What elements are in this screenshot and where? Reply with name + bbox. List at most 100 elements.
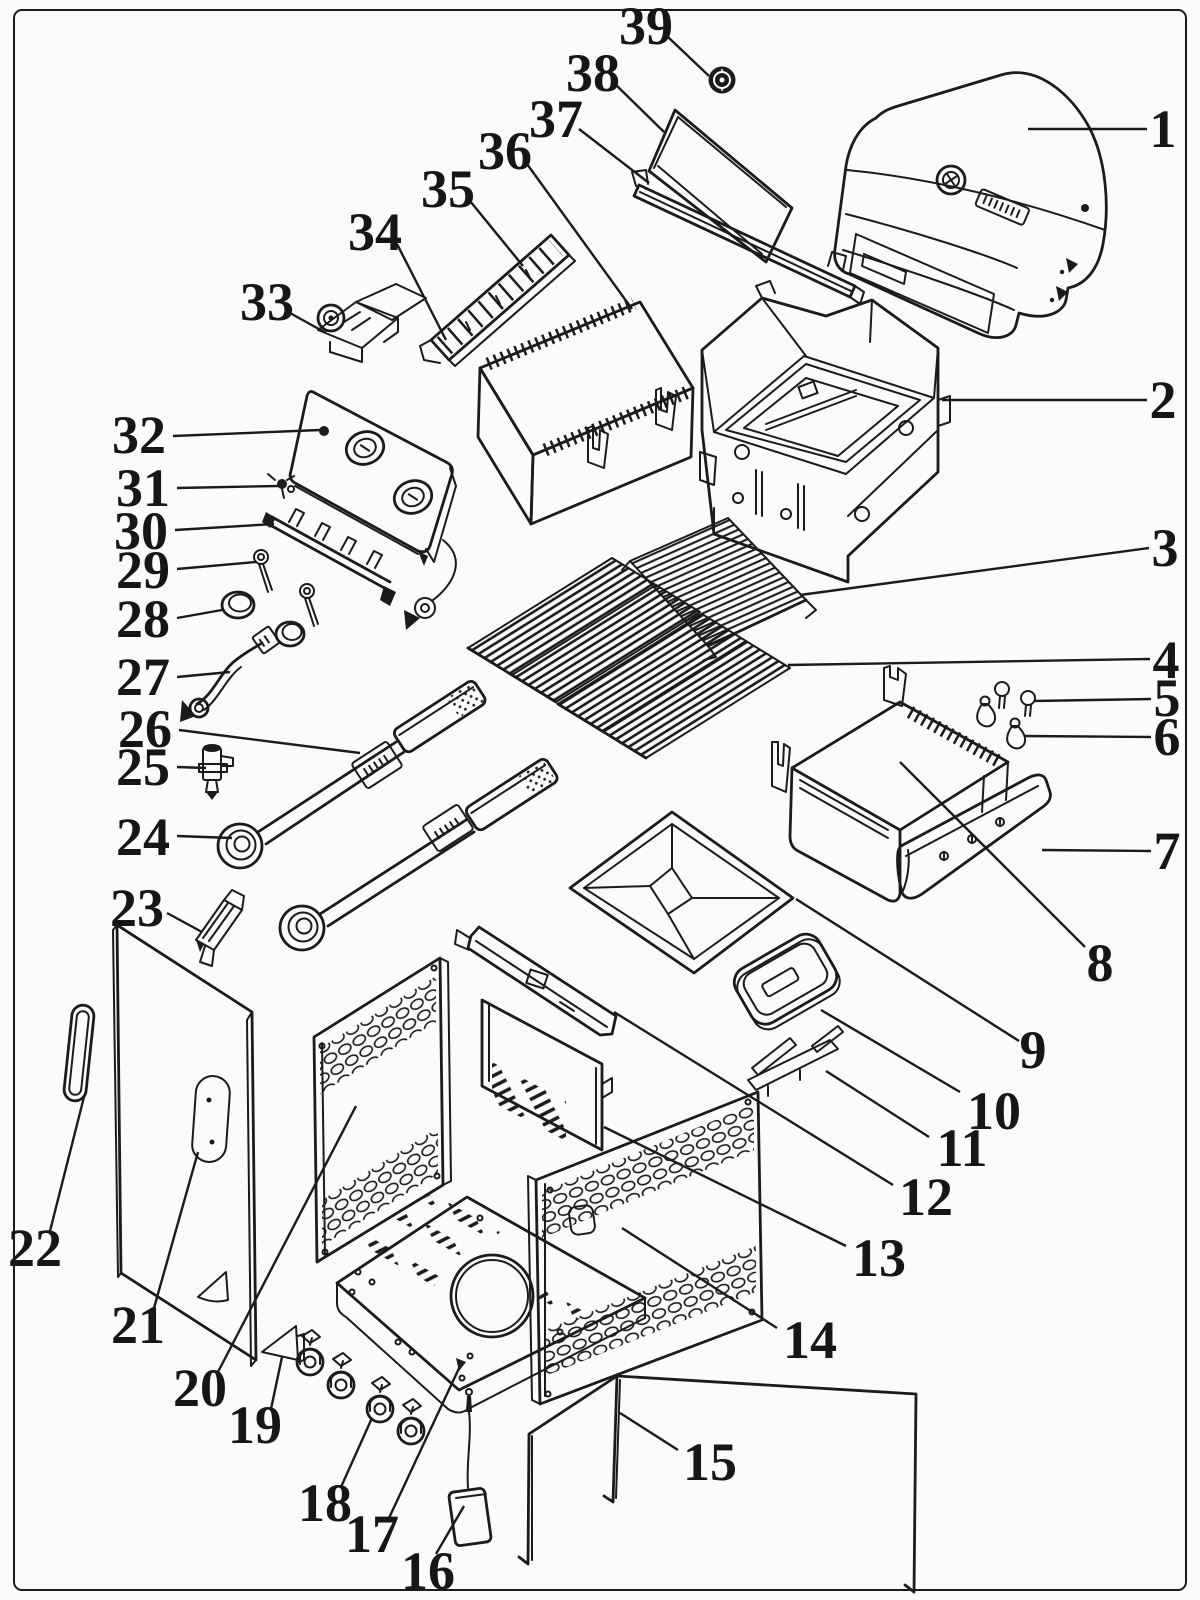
part-label-lid-handle: 37 — [529, 89, 583, 149]
part-manifold — [262, 508, 396, 606]
part-side-table-box — [476, 297, 717, 526]
part-label-warming-rack: 3 — [1152, 518, 1179, 578]
part-corner-brackets — [197, 1271, 305, 1363]
part-hose-fitting — [180, 625, 281, 722]
part-label-cooking-grates: 4 — [1153, 630, 1180, 690]
leader-line-burner-rear — [178, 728, 361, 755]
leader-line-grease-tray — [795, 897, 1020, 1043]
part-label-side-table-box: 36 — [478, 121, 532, 181]
leader-line-door — [152, 1151, 200, 1309]
leader-line-side-shelf-box — [899, 761, 1086, 948]
leader-line-casters — [339, 1417, 374, 1488]
leader-line-valve-assembly — [289, 311, 327, 335]
part-bottom-panel — [335, 1192, 647, 1414]
part-gas-valve — [198, 744, 234, 800]
part-side-shelf-box — [771, 665, 1010, 903]
part-lid-handle — [631, 169, 865, 305]
part-label-cart-wire-frame: 15 — [683, 1432, 737, 1492]
part-label-right-side-panel: 14 — [783, 1310, 837, 1370]
part-label-gas-valve: 25 — [116, 737, 170, 797]
leader-line-manifold — [174, 522, 275, 532]
part-igniter-electrode — [267, 473, 295, 499]
part-igniter-box — [447, 1388, 493, 1547]
part-control-panel — [288, 390, 457, 630]
part-left-side-panel — [312, 956, 452, 1264]
part-label-hose-fitting: 27 — [116, 647, 170, 707]
leader-line-side-table-box — [526, 163, 633, 310]
leader-line-thermometer — [667, 36, 710, 77]
part-burner-front — [216, 680, 487, 870]
page-border — [13, 9, 1187, 1591]
leader-line-bottom-panel — [387, 1363, 463, 1519]
part-label-casters: 18 — [298, 1473, 352, 1533]
part-label-door-handle: 22 — [8, 1218, 62, 1278]
part-label-knob-fasteners: 5 — [1154, 668, 1181, 728]
leader-line-knob-fasteners — [1033, 697, 1152, 703]
leader-line-cooking-grates — [787, 657, 1151, 667]
part-label-thermometer: 39 — [619, 0, 673, 56]
part-door-handle — [62, 1003, 96, 1103]
part-fasteners — [976, 681, 1036, 750]
part-support-rail — [454, 925, 618, 1037]
part-label-slotted-bracket: 35 — [421, 159, 475, 219]
lid-screws — [1049, 258, 1078, 303]
leader-line-warming-rack — [799, 546, 1150, 597]
part-firebox — [700, 280, 951, 584]
part-label-side-shelf-box: 8 — [1087, 933, 1114, 993]
part-label-heat-indicator-window: 38 — [566, 43, 620, 103]
part-cooking-grates — [466, 557, 791, 760]
part-slotted-rail — [419, 233, 576, 367]
part-label-manifold: 30 — [114, 501, 168, 561]
leader-line-gas-valve — [176, 765, 207, 770]
part-label-igniter-electrode: 31 — [116, 458, 170, 518]
part-casters — [295, 1328, 426, 1446]
leader-line-cone-fasteners — [1023, 734, 1152, 739]
leader-line-heat-shield-panel — [603, 1125, 847, 1248]
part-label-burner-front: 24 — [116, 807, 170, 867]
part-front-trim-rail — [896, 773, 1052, 900]
part-label-corner-bracket: 19 — [228, 1395, 282, 1455]
part-label-heat-shield-panel: 13 — [852, 1228, 906, 1288]
lid-badge — [974, 188, 1030, 226]
leader-line-burner-front — [176, 834, 233, 840]
part-label-burner-support-rail: 34 — [348, 202, 402, 262]
part-cart-wire-frame — [517, 1374, 918, 1594]
part-label-knob-bezels: 28 — [116, 589, 170, 649]
leader-line-front-trim-rail — [1041, 848, 1152, 853]
leader-line-slotted-bracket — [469, 200, 524, 267]
part-label-igniter-box: 16 — [401, 1541, 455, 1600]
leader-line-igniter-box — [434, 1505, 466, 1555]
callout-labels: 1234567891011121314151617181920212223242… — [8, 0, 1181, 1600]
part-grease-tray — [568, 810, 795, 975]
part-label-front-trim-rail: 7 — [1154, 821, 1181, 881]
part-label-support-rail: 12 — [899, 1167, 953, 1227]
part-label-door: 21 — [111, 1295, 165, 1355]
leader-line-left-side-panel — [216, 1105, 358, 1373]
leader-line-control-panel — [172, 428, 321, 438]
leader-line-cart-wire-frame — [619, 1411, 679, 1452]
leader-line-grease-cup — [820, 1008, 961, 1094]
leader-line-igniter-electrode — [176, 484, 279, 490]
part-label-electrodes: 29 — [116, 540, 170, 600]
part-label-burner-rear: 26 — [118, 699, 172, 759]
leader-line-right-side-panel — [621, 1226, 778, 1330]
part-knob-bezels — [220, 590, 306, 648]
leader-line-burner-support-rail — [395, 243, 448, 341]
leader-line-lid-handle — [578, 128, 650, 184]
part-label-valve-assembly: 33 — [240, 272, 294, 332]
leader-line-hose-fitting — [176, 670, 231, 679]
part-cup-bracket — [747, 1025, 844, 1097]
part-label-lid-assembly: 1 — [1150, 99, 1177, 159]
part-label-grease-cup: 10 — [967, 1081, 1021, 1141]
part-label-firebox: 2 — [1150, 370, 1177, 430]
part-valve-assembly — [316, 283, 427, 363]
part-label-cone-fasteners: 6 — [1154, 707, 1181, 767]
part-label-left-side-panel: 20 — [173, 1358, 227, 1418]
part-label-door-bracket: 23 — [110, 878, 164, 938]
part-right-side-panel — [527, 1090, 764, 1406]
leader-line-electrodes — [176, 560, 257, 571]
leader-line-heat-indicator-window — [614, 83, 665, 133]
part-label-grease-tray: 9 — [1020, 1020, 1047, 1080]
part-door-bracket — [195, 889, 245, 967]
